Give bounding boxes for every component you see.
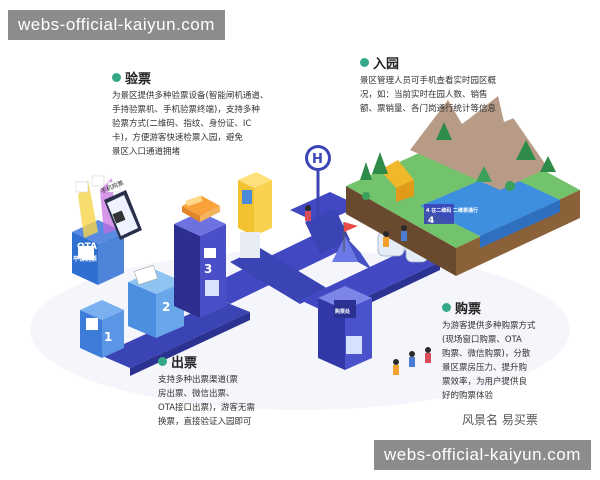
ota-icon-letter: M <box>76 257 82 264</box>
section-yanpiao-line: 为景区提供多种验票设备(智能闸机通道、 <box>112 91 269 101</box>
section-chupiao-line: 房出票、微信出票、 <box>158 389 235 399</box>
box-2 <box>128 264 184 338</box>
booth-sign: 购票处 <box>335 308 351 315</box>
section-ruyuan-header: 入园 <box>360 53 540 72</box>
section-ruyuan-line: 额、票销量、各门岗通行统计等信息 <box>360 104 497 114</box>
accent-dot-icon <box>112 73 121 82</box>
section-yanpiao-header: 验票 <box>112 68 292 87</box>
box-number-1: 1 <box>104 330 113 344</box>
section-yanpiao-line: 手持验票机、手机验票终端)，支持多种 <box>112 105 260 115</box>
accent-dot-icon <box>158 357 167 366</box>
section-ruyuan-title: 入园 <box>373 57 400 72</box>
park-sign-text: 4 在二维码 二维票通行 <box>426 207 478 214</box>
brand-credit: 风景名 易买票 <box>462 413 538 427</box>
section-ruyuan-line: 况，如：当前实时在园人数、销售 <box>360 90 488 100</box>
ota-label-line2: 平台购票 <box>72 256 97 263</box>
section-chupiao-title: 出票 <box>171 356 198 371</box>
section-yanpiao-line: 卡)，方便游客快速检票入园，避免 <box>112 133 243 143</box>
section-ruyuan: 入园 景区管理人员可手机查看实时园区概 况，如：当前实时在园人数、销售 额、票销… <box>360 53 540 116</box>
trees <box>360 122 556 200</box>
box-number-4: 4 <box>428 216 435 226</box>
kiosk-base <box>240 232 260 258</box>
section-chupiao-body: 支持多种出票渠道(票 房出票、微信出票、 OTA接口出票)，游客无需 换票，直接… <box>158 373 308 429</box>
h-signpost <box>305 145 331 228</box>
box-3-tower <box>174 195 226 318</box>
watermark-bottom: webs-official-kaiyun.com <box>374 440 591 470</box>
box-number-3: 3 <box>204 262 213 276</box>
section-chupiao-header: 出票 <box>158 352 308 371</box>
section-goupiao-line: 为游客提供多种购票方式 <box>442 321 536 331</box>
section-goupiao-header: 购票 <box>442 298 582 317</box>
flag <box>343 222 358 252</box>
ota-platform-box <box>72 175 124 285</box>
section-goupiao-line: 景区票房压力、提升购 <box>442 363 528 373</box>
accent-dot-icon <box>360 58 369 67</box>
section-yanpiao-line: 景区入口通道拥堵 <box>112 147 181 157</box>
section-goupiao-body: 为游客提供多种购票方式 (现场窗口购票、OTA 购票、微信购票)，分散 景区票房… <box>442 319 582 403</box>
ticket-booth-building <box>318 236 372 370</box>
section-goupiao: 购票 为游客提供多种购票方式 (现场窗口购票、OTA 购票、微信购票)，分散 景… <box>442 298 582 403</box>
section-goupiao-line: (现场窗口购票、OTA <box>442 335 522 345</box>
accent-dot-icon <box>442 303 451 312</box>
section-chupiao-line: OTA接口出票)，游客无需 <box>158 403 255 413</box>
section-goupiao-title: 购票 <box>455 302 482 317</box>
phone-purchase-device <box>104 190 142 240</box>
section-yanpiao-title: 验票 <box>125 72 152 87</box>
section-chupiao: 出票 支持多种出票渠道(票 房出票、微信出票、 OTA接口出票)，游客无需 换票… <box>158 352 308 429</box>
box-1 <box>80 300 124 358</box>
section-ruyuan-line: 景区管理人员可手机查看实时园区概 <box>360 76 497 86</box>
section-yanpiao: 验票 为景区提供多种验票设备(智能闸机通道、 手持验票机、手机验票终端)，支持多… <box>112 68 292 159</box>
section-goupiao-line: 票效率，为用户提供良 <box>442 377 528 387</box>
people-figures <box>305 205 431 375</box>
section-chupiao-line: 支持多种出票渠道(票 <box>158 375 238 385</box>
section-chupiao-line: 换票，直接验证入园即可 <box>158 417 252 427</box>
watermark-top: webs-official-kaiyun.com <box>8 10 225 40</box>
section-goupiao-line: 购票、微信购票)，分散 <box>442 349 531 359</box>
section-ruyuan-body: 景区管理人员可手机查看实时园区概 况，如：当前实时在园人数、销售 额、票销量、各… <box>360 74 540 116</box>
yellow-kiosk <box>238 172 272 236</box>
box-number-2: 2 <box>162 300 171 314</box>
ota-label-line1: OTA <box>76 242 98 252</box>
section-goupiao-line: 好的购票体验 <box>442 391 494 401</box>
section-yanpiao-body: 为景区提供多种验票设备(智能闸机通道、 手持验票机、手机验票终端)，支持多种 验… <box>112 89 292 159</box>
h-sign-letter: H <box>312 152 323 167</box>
ota-label: OTA <box>76 242 98 252</box>
section-yanpiao-line: 验票方式(二维码、指纹、身份证、IC <box>112 119 252 129</box>
